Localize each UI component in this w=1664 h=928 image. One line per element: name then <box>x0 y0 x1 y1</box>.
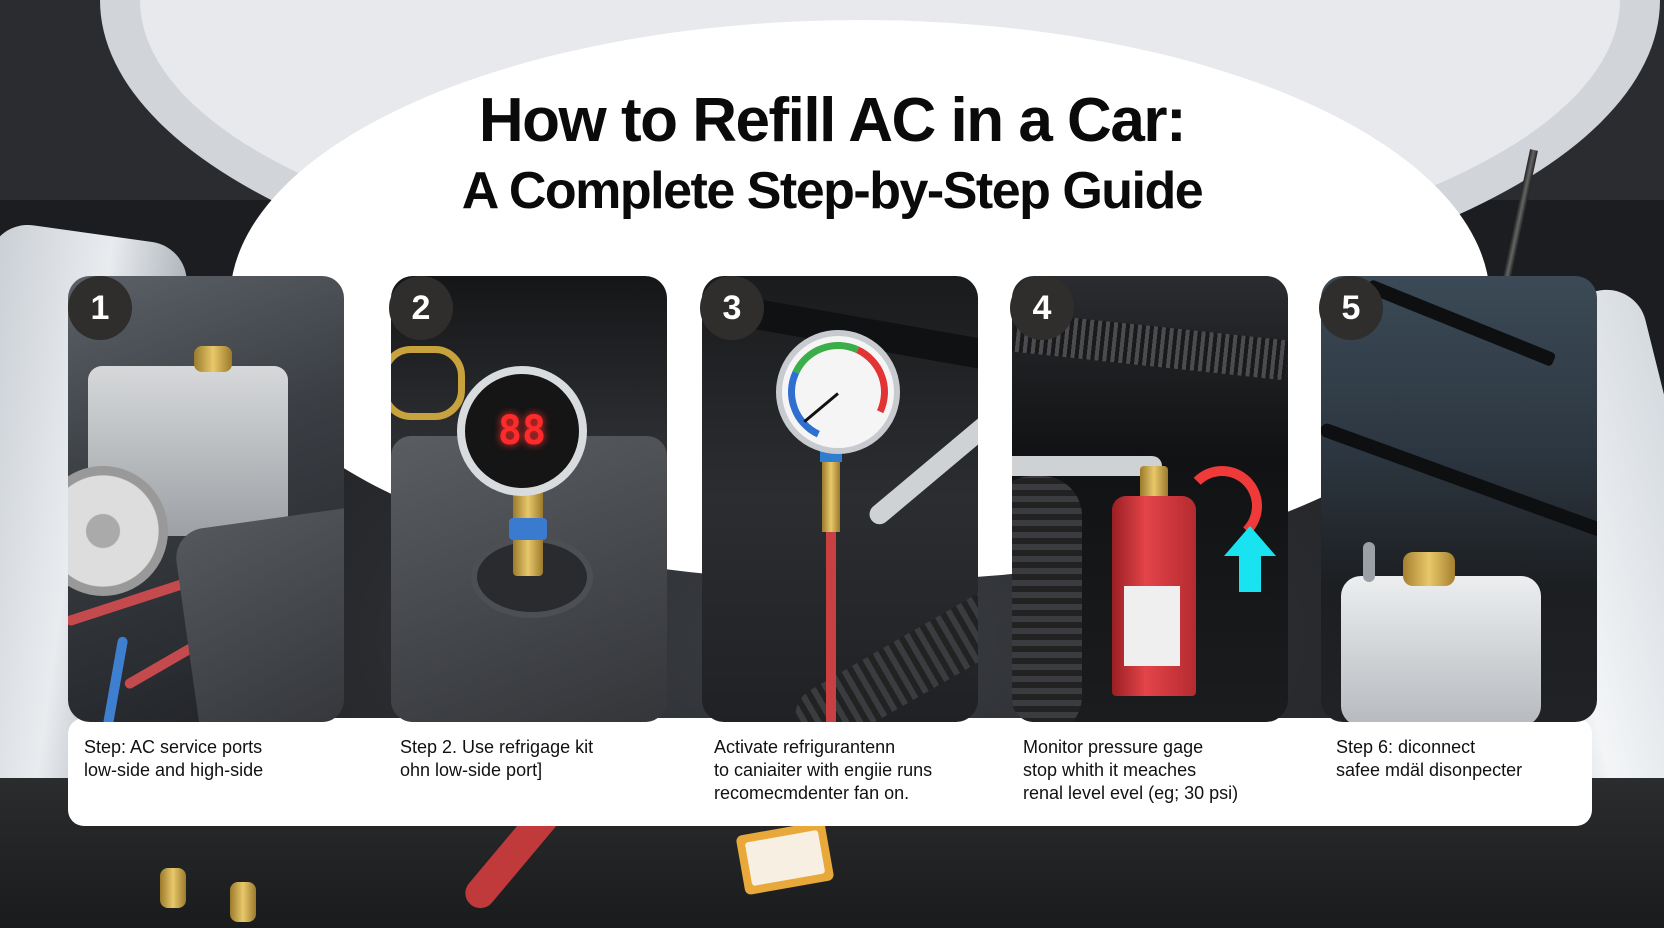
step-caption-1: Step: AC service ports low-side and high… <box>84 736 263 782</box>
reservoir-cap <box>1403 552 1455 586</box>
step-number-badge-2: 2 <box>389 276 453 340</box>
hood-seal <box>1321 421 1597 545</box>
brass-fitting <box>822 462 840 532</box>
step-number-badge-3: 3 <box>700 276 764 340</box>
pulley-icon <box>68 466 168 596</box>
title-line-2: A Complete Step-by-Step Guide <box>461 162 1204 221</box>
caption-line: stop whith it meaches <box>1023 760 1197 780</box>
corrugated-hose <box>1012 476 1082 722</box>
caption-line: Step 2. Use refrigage kit <box>400 737 594 757</box>
caption-line: Activate refrigurantenn <box>714 737 896 757</box>
step-card-5 <box>1321 276 1597 722</box>
step-number-badge-1: 1 <box>68 276 132 340</box>
reservoir-pipe <box>1363 542 1375 582</box>
caption-line: Step: AC service ports <box>84 737 263 757</box>
warning-label <box>735 820 835 896</box>
red-hose <box>826 532 836 722</box>
step-caption-4: Monitor pressure gage stop whith it meac… <box>1023 736 1238 805</box>
step-caption-3: Activate refrigurantenn to caniaiter wit… <box>714 736 932 805</box>
wiper-arm <box>1365 279 1557 367</box>
caption-line: safee mdäl disonpecter <box>1336 760 1523 780</box>
caption-line: to caniaiter with engiie runs <box>714 760 933 780</box>
caption-line: renal level evel (eg; 30 psi) <box>1023 783 1239 803</box>
coolant-reservoir <box>1341 576 1541 722</box>
step-number-badge-5: 5 <box>1319 276 1383 340</box>
step-caption-2: Step 2. Use refrigage kit ohn low-side p… <box>400 736 593 782</box>
blue-coupler-ring <box>509 518 547 540</box>
page-title: How to Refill AC in a Car: A Complete St… <box>0 83 1664 223</box>
caption-line: ohn low-side port] <box>400 760 543 780</box>
step-card-1 <box>68 276 344 722</box>
step-caption-5: Step 6: diconnect safee mdäl disonpecter <box>1336 736 1522 782</box>
refrigerant-can-icon <box>1112 496 1196 696</box>
step-card-3 <box>702 276 978 722</box>
brass-terminal <box>160 868 186 908</box>
step-number-badge-4: 4 <box>1010 276 1074 340</box>
cyan-up-arrow-icon <box>1224 526 1276 592</box>
service-port-cap <box>194 346 232 372</box>
blue-low-side-hose <box>97 636 129 722</box>
captions-panel <box>68 718 1592 826</box>
analog-pressure-gauge-icon <box>773 327 903 457</box>
brass-terminal <box>230 882 256 922</box>
corrugated-hose <box>784 575 978 722</box>
gauge-digital-readout: 88 <box>497 408 547 454</box>
caption-line: Monitor pressure gage <box>1023 737 1204 757</box>
step-card-2: 88 <box>391 276 667 722</box>
caption-line: Step 6: diconnect <box>1336 737 1476 757</box>
step-card-4 <box>1012 276 1288 722</box>
yellow-wiring <box>391 346 465 420</box>
title-line-1: How to Refill AC in a Car: <box>478 86 1187 156</box>
engine-cover <box>172 501 344 722</box>
digital-gauge-icon: 88 <box>457 366 587 496</box>
caption-line: low-side and high-side <box>84 760 264 780</box>
can-label <box>1124 586 1180 666</box>
caption-line: recomecmdenter fan on. <box>714 783 910 803</box>
red-curved-arrow-icon <box>1182 466 1262 546</box>
charging-hose <box>1012 456 1162 476</box>
